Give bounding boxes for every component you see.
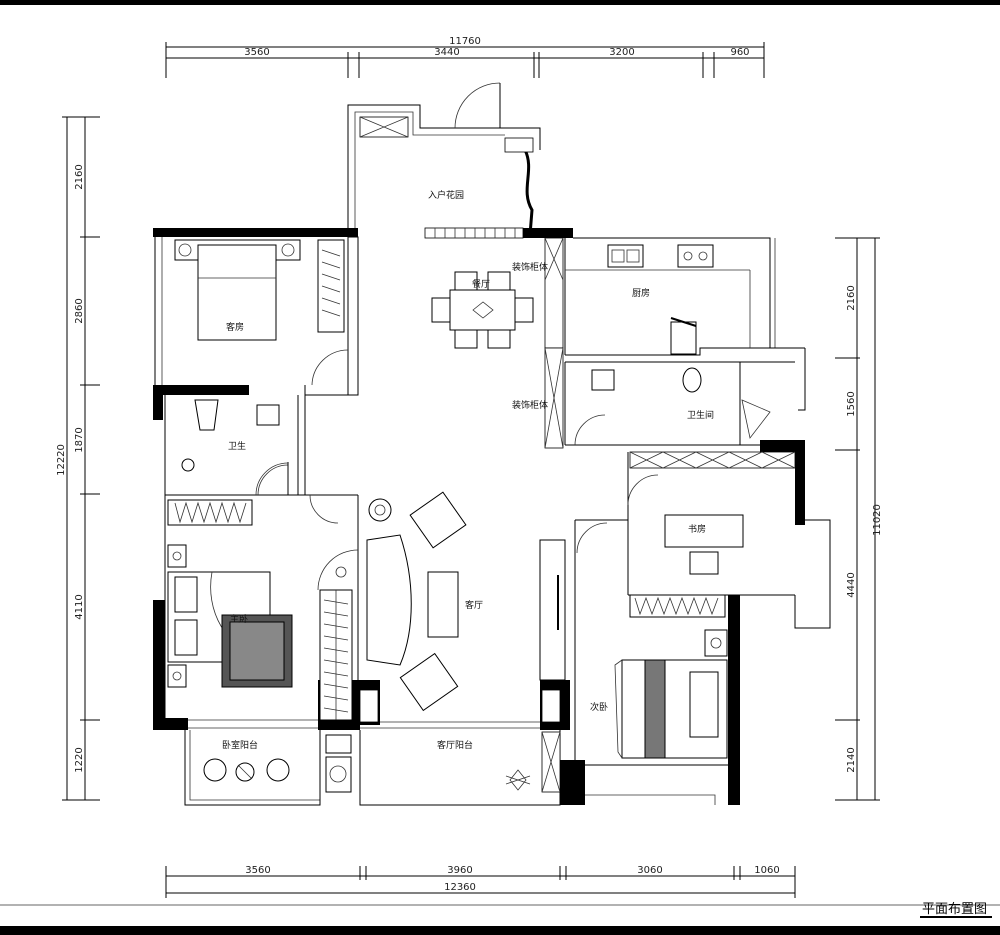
armchair [399,652,459,712]
dim-top-total: 11760 [449,36,481,47]
dim-left-3: 1870 [74,427,85,452]
desk-chair [689,551,719,575]
label-bathroom-2: 卫生间 [687,409,714,421]
dim-top-3: 3200 [609,47,634,58]
dining-table [449,289,516,331]
label-living-balcony: 客厅阳台 [437,739,473,751]
sink-laundry [325,734,352,754]
toilet [194,399,219,431]
label-dining: 餐厅 [472,278,490,290]
top-frame-bar [0,0,1000,5]
label-kitchen: 厨房 [632,287,650,299]
plant [505,769,531,791]
label-cabinet-2: 装饰柜体 [512,399,548,411]
guest-wardrobe [317,239,345,333]
guest-bed [197,244,277,341]
walls [153,82,831,806]
side-table [368,498,392,522]
bed-pillows [689,671,719,738]
bottom-frame-bar [0,926,1000,935]
dim-right-3: 4440 [846,572,857,597]
left-dimensions: 2160 2860 1870 4110 1220 12220 [56,116,100,801]
label-bathroom-1: 卫生 [228,440,246,452]
bottom-dimensions: 3560 3960 3060 1060 12360 [165,865,796,898]
dim-left-5: 1220 [74,747,85,772]
sofa [366,534,412,666]
washing-machine [325,756,352,793]
balcony-chair [203,758,227,782]
dim-left-4: 4110 [74,594,85,619]
top-dimensions: 11760 3560 3440 3200 960 [165,36,765,78]
dim-right-total: 11020 [872,504,883,536]
guest-door-swing [311,349,349,386]
dim-bottom-total: 12360 [444,882,476,893]
dim-bottom-4: 1060 [754,865,779,876]
label-living-room: 客厅 [465,599,483,611]
coffee-table [427,571,459,638]
washbasin-2 [591,369,615,391]
fridge [670,321,697,355]
shower-door [741,399,771,439]
dim-left-1: 2160 [74,164,85,189]
armchair [409,491,467,549]
label-master-bedroom: 主卧 [230,613,248,625]
dim-top-4: 960 [730,47,749,58]
washbasin [256,404,280,426]
drawing-title: 平面布置图 [922,902,987,917]
dim-top-2: 3440 [434,47,459,58]
label-study: 书房 [688,523,706,535]
desk [664,514,744,548]
label-bedroom-balcony: 卧室阳台 [222,739,258,751]
balcony-chair [266,758,290,782]
room-labels: 入户花园 餐厅 装饰柜体 装饰柜体 厨房 卫生间 书房 客房 卫生 主卧 客厅 … [222,189,714,751]
dim-left-2: 2860 [74,298,85,323]
dim-left-total: 12220 [56,444,67,476]
dim-bottom-1: 3560 [245,865,270,876]
study-wardrobe [629,594,726,618]
dim-bottom-3: 3060 [637,865,662,876]
label-entry-garden: 入户花园 [428,189,464,201]
label-second-bedroom: 次卧 [590,701,608,713]
dim-bottom-2: 3960 [447,865,472,876]
toilet-2 [682,367,702,393]
dim-right-2: 1560 [846,391,857,416]
label-guest-room: 客房 [226,321,244,333]
dim-top-1: 3560 [244,47,269,58]
floor-drain [181,458,195,472]
stove [677,244,714,268]
label-cabinet-1: 装饰柜体 [512,261,548,273]
kitchen-sink [607,244,644,268]
dim-right-1: 2160 [846,285,857,310]
dim-right-4: 2140 [846,747,857,772]
furniture [167,239,771,793]
right-dimensions: 2160 1560 4440 2140 11020 [835,237,883,801]
